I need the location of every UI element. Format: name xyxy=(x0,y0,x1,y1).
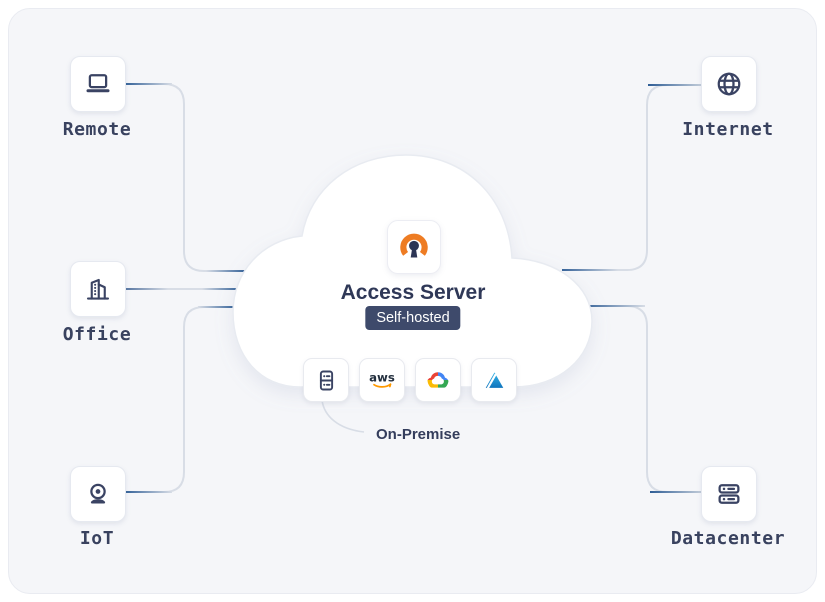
office-node-label: Office xyxy=(62,324,132,345)
azure-card xyxy=(471,358,517,402)
google-cloud-card xyxy=(415,358,461,402)
openvpn-logo xyxy=(400,233,428,258)
openvpn-logo-card xyxy=(387,220,441,274)
provider-row: aws xyxy=(303,358,517,402)
iot-node-card xyxy=(70,466,126,522)
aws-logo-text: aws xyxy=(369,371,395,385)
server-tower-icon xyxy=(319,370,333,390)
datacenter-node-label: Datacenter xyxy=(670,528,786,549)
datacenter-node-card xyxy=(701,466,757,522)
laptop-icon xyxy=(86,74,110,93)
server-stack-icon xyxy=(718,484,740,504)
office-building-icon xyxy=(86,278,110,300)
aws-logo: aws xyxy=(369,371,395,388)
globe-icon xyxy=(717,72,741,96)
connector-datacenter xyxy=(584,305,702,493)
office-node-card xyxy=(70,261,126,317)
remote-node-card xyxy=(70,56,126,112)
on-premise-label: On-Premise xyxy=(376,426,461,443)
internet-node-label: Internet xyxy=(682,119,774,140)
webcam-icon xyxy=(90,483,106,504)
access-server-title: Access Server xyxy=(340,281,486,304)
on-premise-pointer-curve xyxy=(321,399,365,433)
azure-logo xyxy=(485,371,503,389)
connector-remote xyxy=(124,83,248,272)
google-cloud-logo xyxy=(427,372,449,388)
connector-iot xyxy=(124,306,240,493)
iot-node-label: IoT xyxy=(79,528,115,549)
self-hosted-badge: Self-hosted xyxy=(365,306,461,330)
on-premise-server-card xyxy=(303,358,349,402)
aws-card: aws xyxy=(359,358,405,402)
remote-node-label: Remote xyxy=(62,119,132,140)
connector-internet xyxy=(562,84,702,271)
internet-node-card xyxy=(701,56,757,112)
